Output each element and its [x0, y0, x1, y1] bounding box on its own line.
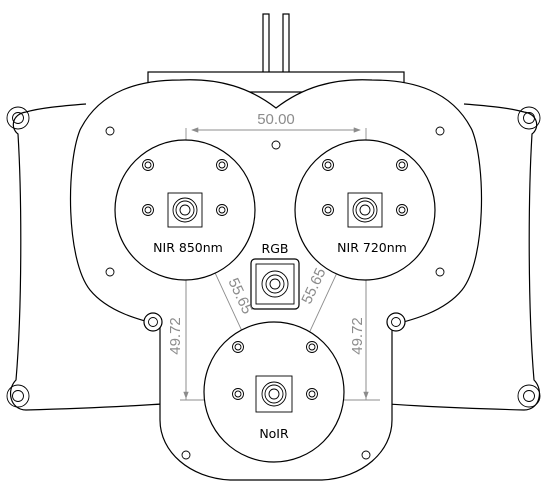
camera-center-label: RGB: [262, 241, 289, 256]
camera-center: RGB: [250, 241, 300, 310]
camera-left-label: NIR 850nm: [153, 240, 223, 255]
camera-right: NIR 720nm: [294, 139, 436, 281]
right-wing: [349, 103, 541, 411]
dimension-vertical-right: 49.72: [349, 317, 366, 355]
ear-tabs: [143, 312, 406, 332]
dimension-horizontal: 50.00: [257, 111, 295, 128]
dimension-vertical-left: 49.72: [167, 317, 184, 355]
camera-left: NIR 850nm: [114, 139, 256, 281]
camera-bottom: NoIR: [203, 321, 345, 463]
body-holes: [105, 126, 445, 460]
connector-pins: [262, 13, 290, 75]
left-wing: [6, 103, 201, 411]
camera-right-label: NIR 720nm: [337, 240, 407, 255]
camera-bottom-label: NoIR: [259, 426, 289, 441]
